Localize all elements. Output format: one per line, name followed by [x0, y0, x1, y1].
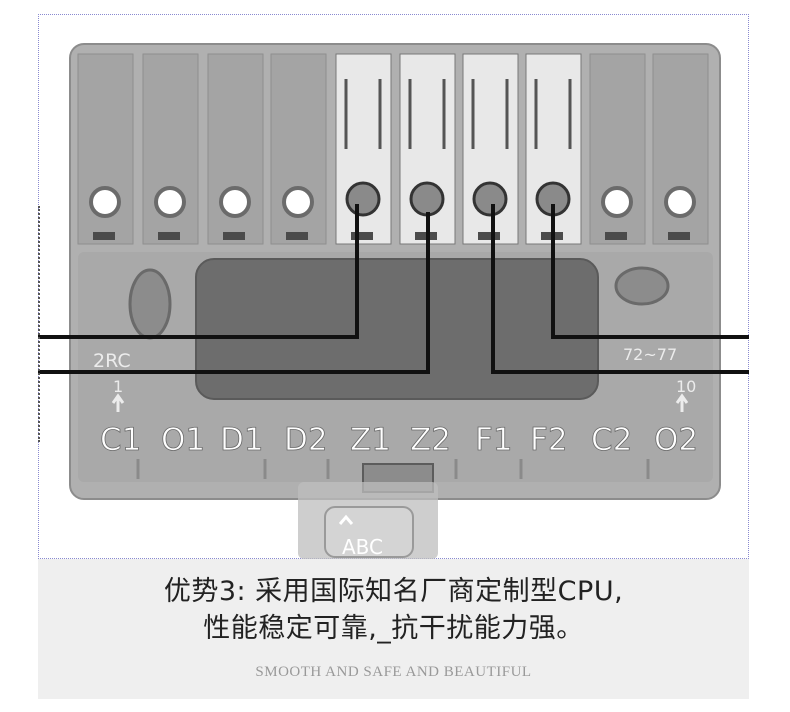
terminal-label: D1: [220, 422, 264, 458]
mount-hole-left: [128, 268, 172, 340]
terminal-label: O2: [654, 422, 698, 458]
pin-last-number: 10: [676, 377, 696, 396]
terminal-label: Z2: [410, 422, 451, 458]
bottom-ribs: [136, 459, 650, 479]
pin-last-arrow: [675, 393, 689, 412]
ime-abc-label: ABC: [342, 535, 383, 559]
pin-first-number: 1: [113, 377, 123, 396]
pin-first-arrow: [111, 393, 125, 412]
tagline: SMOOTH AND SAFE AND BEAUTIFUL: [255, 664, 532, 680]
terminal-label: D2: [284, 422, 328, 458]
terminal-label: Z1: [350, 422, 391, 458]
caption-area: 优势3: 采用国际知名厂商定制型CPU, 性能稳定可靠,_抗干扰能力强。 SMO…: [38, 559, 749, 699]
annotation-wires: [38, 204, 749, 374]
terminal-label: C1: [100, 422, 141, 458]
model-text: 2RC: [93, 350, 131, 372]
dotted-guide: [38, 206, 46, 442]
terminal-label: F1: [475, 422, 513, 458]
metal-clips: [344, 79, 572, 149]
mount-hole-right: [614, 266, 670, 306]
screw-holes: [89, 181, 696, 218]
caption-line-1: 优势3: 采用国际知名厂商定制型CPU,: [163, 576, 624, 607]
terminal-label: O1: [161, 422, 205, 458]
terminal-block-photo: 2RC 72~77 1 10 C1 O1 D1 D2 Z1 Z2 F1 F2 C…: [38, 43, 749, 500]
label-window: [195, 258, 599, 400]
range-text: 72~77: [623, 345, 677, 364]
ime-abc-button[interactable]: ABC: [298, 482, 438, 559]
terminal-label: C2: [591, 422, 632, 458]
caption-line-2: 性能稳定可靠,_抗干扰能力强。: [203, 613, 584, 644]
terminal-label: F2: [530, 422, 568, 458]
terminal-labels: C1 O1 D1 D2 Z1 Z2 F1 F2 C2 O2: [100, 422, 699, 459]
caret-up-icon: [338, 514, 354, 525]
